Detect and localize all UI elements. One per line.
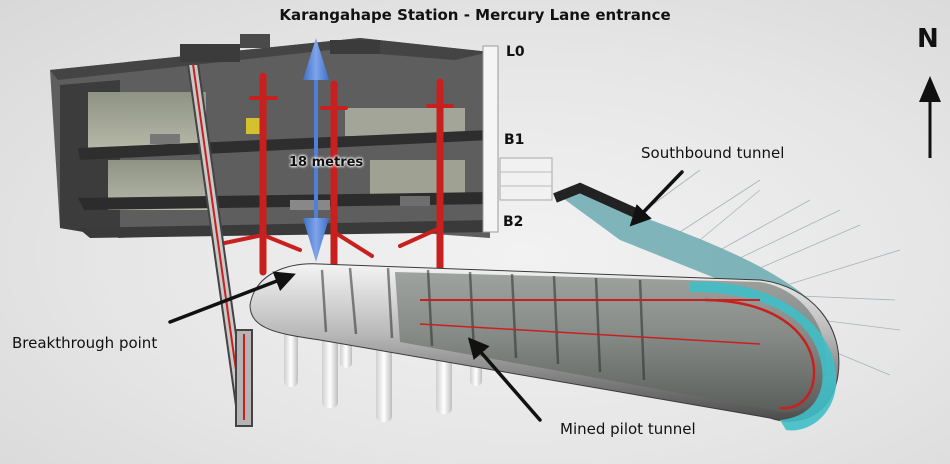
station-structure (50, 34, 553, 238)
southbound-tunnel (553, 169, 901, 376)
depth-arrow (303, 38, 329, 262)
southbound-arrow (629, 170, 684, 227)
north-arrow-icon (919, 76, 941, 158)
mined-pilot-tunnel (249, 263, 840, 431)
level-label-b2: B2 (503, 214, 524, 230)
breakthrough-point-label: Breakthrough point (12, 334, 158, 352)
mined-pilot-tunnel-label: Mined pilot tunnel (560, 420, 696, 438)
diagram-title: Karangahape Station - Mercury Lane entra… (279, 6, 671, 24)
north-label: N (917, 24, 939, 54)
mined-pilot-arrow (467, 337, 542, 422)
southbound-tunnel-label: Southbound tunnel (641, 144, 785, 162)
steel-columns (213, 72, 454, 276)
depth-label: 18 metres (289, 155, 364, 170)
callout-arrows (168, 170, 684, 422)
level-label-l0: L0 (506, 44, 525, 60)
breakthrough-arrow (168, 271, 296, 324)
level-label-b1: B1 (504, 132, 525, 148)
